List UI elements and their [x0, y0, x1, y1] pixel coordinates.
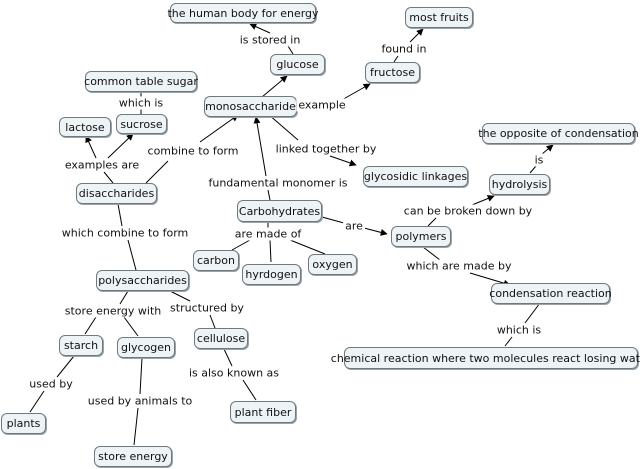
edge-examples-lactose: [85, 135, 97, 159]
concept-fructose[interactable]: fructose: [365, 62, 420, 83]
edge-storewith-glycogen: [123, 316, 139, 337]
concept-hyrdogen[interactable]: hyrdogen: [242, 264, 301, 285]
edge-condens-which: [524, 302, 541, 324]
edge-starch-usedby: [56, 355, 75, 378]
concept-polysaccharides[interactable]: polysaccharides: [96, 270, 189, 291]
link-which-are-made-by: which are made by: [404, 259, 514, 273]
link-which-combine-to-form: which combine to form: [59, 226, 191, 240]
link-is-also-known-as: is also known as: [186, 366, 282, 380]
edge-aka-fiber: [242, 379, 257, 401]
concept-glycogen[interactable]: glycogen: [117, 337, 175, 358]
edge-usedby-plants: [29, 390, 45, 413]
edge-combine-mono: [199, 114, 239, 143]
edge-poly-made: [422, 246, 441, 261]
edge-cellulose-aka: [223, 348, 233, 367]
edge-disacch-combine: [145, 160, 169, 184]
edge-animals-store: [133, 407, 139, 446]
edge-structured-cellulose: [209, 314, 216, 329]
link-example: example: [296, 98, 348, 112]
concept-sucrose[interactable]: sucrose: [116, 114, 167, 134]
link-linked-together-by: linked together by: [273, 142, 379, 156]
concept-lactose[interactable]: lactose: [59, 117, 111, 137]
concept-store-energy[interactable]: store energy: [94, 446, 172, 467]
link-examples-are: examples are: [62, 158, 142, 172]
concept-hydrolysis[interactable]: hydrolysis: [489, 174, 550, 195]
link-store-energy-with: store energy with: [62, 304, 164, 318]
link-combine-to-form: combine to form: [145, 144, 241, 158]
concept-disaccharides[interactable]: disaccharides: [76, 183, 157, 204]
concept-plants[interactable]: plants: [1, 413, 46, 434]
concept-monosaccharide[interactable]: monosaccharide: [204, 96, 297, 117]
concept-carbohydrates[interactable]: Carbohydrates: [237, 200, 322, 222]
edge-madeof-oxygen: [289, 239, 326, 255]
link-which-is-2: which is: [494, 323, 544, 337]
edge-disacch-wcf: [117, 203, 123, 227]
edge-storewith-starch: [84, 316, 97, 335]
link-used-by-animals-to: used by animals to: [85, 394, 195, 408]
concept-plant-fiber[interactable]: plant fiber: [230, 401, 296, 423]
concept-polymers[interactable]: polymers: [391, 226, 451, 247]
edge-poly-broken: [427, 217, 437, 227]
concept-most-fruits[interactable]: most fruits: [405, 7, 473, 28]
edge-glucose-stored: [287, 45, 294, 55]
edge-disacch-examples: [103, 171, 114, 184]
edge-mono-glucose: [261, 75, 288, 98]
concept-common-table-sugar[interactable]: common table sugar: [84, 71, 198, 92]
concept-glycosidic-linkages[interactable]: glycosidic linkages: [363, 166, 468, 187]
concept-human-body-energy[interactable]: the human body for energy: [167, 3, 319, 23]
edge-poly-storewith: [119, 290, 129, 305]
edge-which-chem: [504, 336, 513, 347]
concept-opposite-condensation[interactable]: the opposite of condensation: [478, 123, 639, 144]
edge-wcf-poly: [127, 239, 137, 271]
link-structured-by: structured by: [168, 301, 246, 315]
edge-carb-are: [321, 216, 345, 224]
link-is-stored-in: is stored in: [237, 33, 303, 47]
edge-broken-hydro: [471, 195, 495, 206]
edge-is-opposite: [541, 144, 554, 155]
link-found-in: found in: [379, 42, 429, 56]
edge-are-polymers: [363, 227, 388, 236]
edge-madeof-carbon: [231, 239, 251, 251]
edge-fund-mono: [253, 116, 267, 177]
edge-carb-fund: [267, 189, 271, 201]
concept-chemical-reaction[interactable]: chemical reaction where two molecules re…: [331, 347, 640, 369]
link-which-is-1: which is: [116, 96, 166, 110]
edge-stored-body: [249, 23, 271, 34]
concept-cellulose[interactable]: cellulose: [194, 328, 248, 349]
edge-hydro-is: [529, 165, 537, 174]
link-are: are: [343, 219, 365, 233]
concept-glucose[interactable]: glucose: [270, 54, 325, 75]
concept-starch[interactable]: starch: [59, 335, 103, 356]
edge-madeof-hyrdogen: [269, 239, 272, 263]
edge-fructose-found: [393, 55, 399, 63]
link-used-by: used by: [27, 377, 75, 391]
concept-carbon[interactable]: carbon: [193, 250, 239, 271]
link-is: is: [532, 153, 546, 167]
link-fundamental-monomer-is: fundamental monomer is: [206, 176, 350, 190]
concept-condensation-reaction[interactable]: condensation reaction: [489, 283, 612, 304]
concept-oxygen[interactable]: oxygen: [308, 254, 357, 275]
link-are-made-of: are made of: [232, 227, 304, 241]
edge-poly-structured: [169, 290, 191, 302]
edge-mono-linked: [267, 113, 299, 141]
edge-linked-glyco: [329, 155, 357, 167]
link-can-be-broken-down-by: can be broken down by: [401, 204, 535, 218]
edge-examples-sucrose: [107, 133, 134, 159]
edge-example-fructose: [339, 83, 371, 102]
edge-glycogen-animals: [139, 357, 143, 395]
edge-found-fruits: [409, 28, 424, 43]
